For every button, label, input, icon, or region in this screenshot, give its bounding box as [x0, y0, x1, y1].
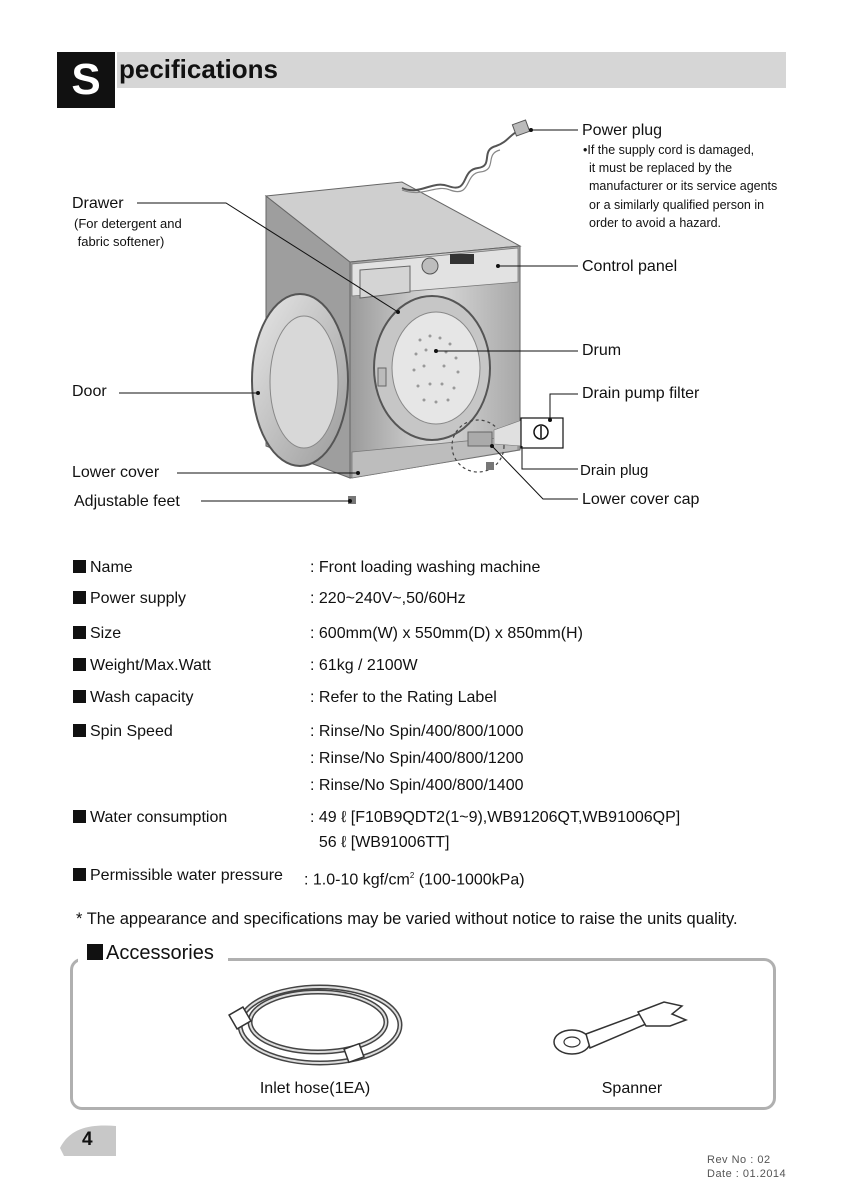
- accessories-title: Accessories: [87, 941, 214, 965]
- spanner-illustration: [553, 1001, 689, 1055]
- rev-number: Rev No : 02: [707, 1154, 771, 1166]
- power-plug: [511, 119, 531, 137]
- label-drawer-sub2: fabric softener): [74, 234, 165, 249]
- lower-cover-cap: [467, 431, 493, 447]
- door-glass: [269, 315, 339, 449]
- spec-spin-value-1: : Rinse/No Spin/400/800/1000: [310, 723, 524, 740]
- lower-cover-cap-highlight: [451, 419, 505, 473]
- power-cord: [401, 129, 521, 192]
- footnote: * The appearance and specifications may …: [76, 910, 738, 928]
- page-badge: [60, 1125, 116, 1156]
- spec-pressure-label: Permissible water pressure: [73, 866, 283, 886]
- bullet-square: [73, 724, 86, 737]
- label-drain-plug: Drain plug: [580, 462, 649, 479]
- leader-lines: [119, 129, 578, 502]
- power-plug-note-4: or a similarly qualified person in: [589, 198, 765, 212]
- rev-date: Date : 01.2014: [707, 1168, 787, 1180]
- spec-size-value: : 600mm(W) x 550mm(D) x 850mm(H): [310, 625, 583, 642]
- power-plug-note-3: manufacturer or its service agents: [589, 179, 778, 193]
- spec-weight-label: Weight/Max.Watt: [73, 656, 211, 676]
- header-initial: S: [57, 52, 115, 108]
- spec-power-label: Power supply: [73, 589, 186, 609]
- page-title: pecifications: [119, 54, 278, 84]
- display-panel: [450, 254, 474, 264]
- caption-spanner: Spanner: [601, 1080, 663, 1097]
- door-hinge: [377, 367, 387, 387]
- bullet-square: [87, 944, 103, 960]
- spec-capacity-value: : Refer to the Rating Label: [310, 689, 497, 706]
- spec-size-label: Size: [73, 624, 121, 644]
- bullet-square: [73, 626, 86, 639]
- bullet-square: [73, 560, 86, 573]
- spec-name-label: Name: [73, 558, 133, 578]
- page-number: 4: [82, 1129, 93, 1150]
- spec-water-label: Water consumption: [73, 808, 227, 828]
- spec-spin-label: Spin Speed: [73, 722, 173, 742]
- bullet-square: [73, 591, 86, 604]
- label-lower-cover-cap: Lower cover cap: [582, 491, 700, 508]
- label-power-plug: Power plug: [582, 122, 663, 139]
- spec-water-value-2: 56 ℓ [WB91006TT]: [310, 834, 450, 851]
- label-drawer-sub1: (For detergent and: [74, 216, 182, 231]
- label-drum: Drum: [582, 342, 622, 359]
- accessories-box: [70, 958, 776, 1110]
- bullet-square: [73, 868, 86, 881]
- header-bar: [117, 52, 786, 88]
- bullet-square: [73, 810, 86, 823]
- spec-weight-value: : 61kg / 2100W: [310, 657, 418, 674]
- label-drain-pump-filter: Drain pump filter: [582, 385, 700, 402]
- detergent-drawer: [359, 265, 411, 299]
- label-drawer: Drawer: [72, 195, 124, 212]
- power-plug-note-5: order to avoid a hazard.: [589, 216, 722, 230]
- label-adjustable-feet: Adjustable feet: [74, 493, 180, 510]
- label-lower-cover: Lower cover: [72, 464, 160, 481]
- bullet-square: [73, 658, 86, 671]
- caption-inlet-hose: Inlet hose(1EA): [259, 1080, 371, 1097]
- program-dial: [421, 257, 439, 275]
- label-door: Door: [72, 383, 107, 400]
- spec-pressure-value: : 1.0-10 kgf/cm2 (100-1000kPa): [304, 871, 525, 889]
- power-plug-note-1: •If the supply cord is damaged,: [583, 143, 755, 157]
- bullet-square: [73, 690, 86, 703]
- spec-spin-value-2: : Rinse/No Spin/400/800/1200: [310, 750, 524, 767]
- adjustable-foot: [348, 496, 356, 504]
- spec-water-value-1: : 49 ℓ [F10B9QDT2(1~9),WB91206QT,WB91006…: [310, 809, 681, 826]
- drum: [391, 311, 481, 425]
- label-control-panel: Control panel: [582, 258, 678, 275]
- power-plug-note-2: it must be replaced by the: [589, 161, 733, 175]
- spec-spin-value-3: : Rinse/No Spin/400/800/1400: [310, 777, 524, 794]
- spec-power-value: : 220~240V~,50/60Hz: [310, 590, 466, 607]
- inlet-hose-illustration: [228, 984, 403, 1066]
- spec-capacity-label: Wash capacity: [73, 688, 193, 708]
- adjustable-foot: [486, 462, 494, 470]
- spec-name-value: : Front loading washing machine: [310, 559, 541, 576]
